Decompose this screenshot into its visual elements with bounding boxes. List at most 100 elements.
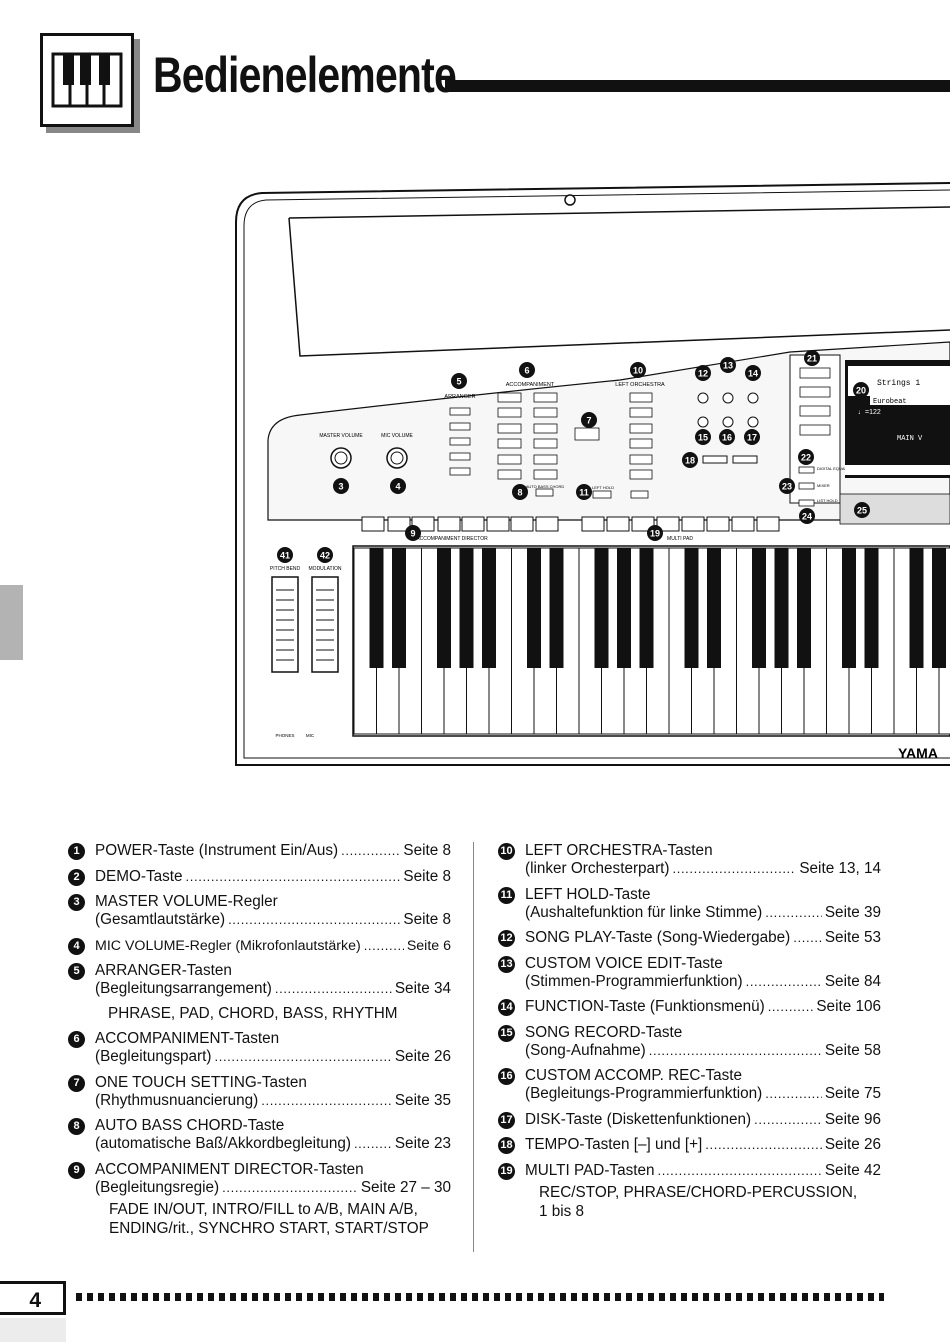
footer-shade bbox=[0, 1318, 66, 1342]
accompaniment-director-label: ACCOMPANIMENT DIRECTOR bbox=[416, 536, 488, 542]
black-key bbox=[797, 548, 811, 668]
callout-number: 14 bbox=[498, 999, 515, 1016]
mic-volume-label: MIC VOLUME bbox=[381, 433, 413, 439]
callout-bullet bbox=[581, 412, 597, 428]
legend-item-1: 1 POWER-Taste (Instrument Ein/Aus)Seite … bbox=[68, 842, 451, 860]
callout-label: 16 bbox=[722, 433, 732, 443]
legend-item-2: 2 DEMO-TasteSeite 8 bbox=[68, 868, 451, 886]
callout-bullet bbox=[682, 452, 698, 468]
black-key bbox=[549, 548, 564, 668]
left-orchestra-label: LEFT ORCHESTRA bbox=[615, 382, 665, 388]
callout-bullet bbox=[719, 429, 735, 445]
callout-bullet bbox=[695, 429, 711, 445]
callout-bullet bbox=[519, 362, 535, 378]
callout-label: 24 bbox=[802, 512, 812, 522]
callout-label: 18 bbox=[685, 456, 695, 466]
display-style: Eurobeat bbox=[873, 398, 907, 406]
callout-number: 2 bbox=[68, 868, 85, 886]
callout-label: 11 bbox=[579, 488, 589, 498]
callout-label: 20 bbox=[856, 386, 866, 396]
legend-sub-9: FADE IN/OUT, INTRO/FILL to A/B, MAIN A/B… bbox=[109, 1201, 429, 1237]
legend-item-6: 6 ACCOMPANIMENT-Tasten (Begleitungspart)… bbox=[68, 1030, 451, 1066]
callout-bullet bbox=[779, 478, 795, 494]
callout-label: 12 bbox=[698, 369, 708, 379]
callout-number: 18 bbox=[498, 1137, 515, 1154]
legend-left-column: 1 POWER-Taste (Instrument Ein/Aus)Seite … bbox=[68, 842, 451, 1245]
callout-bullet bbox=[277, 547, 293, 563]
keyboard-keys-icon bbox=[40, 33, 134, 127]
callout-label: 9 bbox=[410, 529, 415, 539]
callout-bullet bbox=[853, 382, 869, 398]
callout-bullet bbox=[630, 362, 646, 378]
display-main: MAIN V bbox=[897, 435, 923, 443]
callout-bullet bbox=[405, 525, 421, 541]
callout-number: 13 bbox=[498, 955, 515, 973]
mic-label: MIC bbox=[306, 733, 315, 738]
section-tab bbox=[0, 585, 23, 660]
callout-label: 5 bbox=[456, 377, 461, 387]
callout-label: 3 bbox=[338, 482, 343, 492]
callout-label: 7 bbox=[586, 416, 591, 426]
callout-label: 4 bbox=[395, 482, 400, 492]
black-key bbox=[437, 548, 451, 668]
modulation-label: MODULATION bbox=[309, 566, 342, 572]
phones-label: PHONES bbox=[275, 733, 294, 738]
callout-label: 22 bbox=[801, 453, 811, 463]
black-key bbox=[459, 548, 474, 668]
callout-bullet bbox=[317, 547, 333, 563]
callout-bullet bbox=[720, 357, 736, 373]
legend-item-8: 8 AUTO BASS CHORD-Taste (automatische Ba… bbox=[68, 1117, 451, 1153]
display-tempo: ♩=122 bbox=[858, 409, 881, 416]
legend-right-column: 10 LEFT ORCHESTRA-Tasten (linker Orchest… bbox=[498, 842, 881, 1228]
callout-label: 41 bbox=[280, 551, 290, 561]
callout-bullet bbox=[390, 478, 406, 494]
list-hold-label: LIST HOLD bbox=[817, 498, 838, 503]
multi-pad-label: MULTI PAD bbox=[667, 536, 693, 542]
callout-bullet bbox=[695, 365, 711, 381]
legend-item-7: 7 ONE TOUCH SETTING-Tasten (Rhythmusnuan… bbox=[68, 1074, 451, 1110]
callout-number: 12 bbox=[498, 930, 515, 947]
left-hold-label: LEFT HOLD bbox=[592, 485, 614, 490]
callout-label: 17 bbox=[747, 433, 757, 443]
callout-label: 42 bbox=[320, 551, 330, 561]
digital-equalizer-label: DIGITAL EQUALIZER bbox=[817, 466, 856, 471]
pitch-bend-wheel[interactable] bbox=[271, 576, 299, 673]
callout-bullet bbox=[576, 484, 592, 500]
callout-label: 19 bbox=[650, 529, 660, 539]
callout-number: 9 bbox=[68, 1161, 85, 1179]
callout-bullet bbox=[799, 508, 815, 524]
legend-item-14: 14 FUNCTION-Taste (Funktionsmenü)Seite 1… bbox=[498, 998, 881, 1016]
legend-item-4: 4 MIC VOLUME-Regler (Mikrofonlautstärke)… bbox=[68, 937, 451, 955]
title-rule bbox=[445, 80, 950, 92]
callout-number: 3 bbox=[68, 894, 85, 911]
black-key bbox=[684, 548, 699, 668]
callout-number: 17 bbox=[498, 1111, 515, 1129]
black-key bbox=[864, 548, 879, 668]
legend-item-19: 19 MULTI PAD-TastenSeite 42 bbox=[498, 1162, 881, 1180]
callout-number: 5 bbox=[68, 963, 85, 980]
black-key bbox=[527, 548, 541, 668]
brand-logo: YAMA bbox=[898, 745, 938, 761]
mixer-label: MIXER bbox=[817, 483, 830, 488]
black-key bbox=[617, 548, 631, 668]
legend-item-11: 11 LEFT HOLD-Taste (Aushaltefunktion für… bbox=[498, 886, 881, 922]
callout-number: 6 bbox=[68, 1031, 85, 1048]
legend-item-15: 15 SONG RECORD-Taste (Song-Aufnahme)Seit… bbox=[498, 1024, 881, 1060]
black-key bbox=[909, 548, 924, 668]
modulation-wheel[interactable] bbox=[311, 576, 339, 673]
legend-item-10: 10 LEFT ORCHESTRA-Tasten (linker Orchest… bbox=[498, 842, 881, 878]
black-key bbox=[369, 548, 384, 668]
callout-number: 19 bbox=[498, 1162, 515, 1180]
black-key bbox=[842, 548, 856, 668]
callout-number: 1 bbox=[68, 843, 85, 860]
legend-item-18: 18 TEMPO-Tasten [–] und [+]Seite 26 bbox=[498, 1136, 881, 1154]
callout-label: 25 bbox=[857, 506, 867, 516]
column-divider bbox=[473, 842, 474, 1252]
legend-sub-5: PHRASE, PAD, CHORD, BASS, RHYTHM bbox=[108, 1004, 398, 1022]
callout-label: 13 bbox=[723, 361, 733, 371]
callout-label: 6 bbox=[524, 366, 529, 376]
legend-item-16: 16 CUSTOM ACCOMP. REC-Taste (Begleitungs… bbox=[498, 1067, 881, 1103]
arranger-label: ARRANGER bbox=[444, 394, 475, 400]
callout-label: 14 bbox=[748, 369, 758, 379]
legend-item-5: 5 ARRANGER-Tasten (Begleitungsarrangemen… bbox=[68, 962, 451, 998]
